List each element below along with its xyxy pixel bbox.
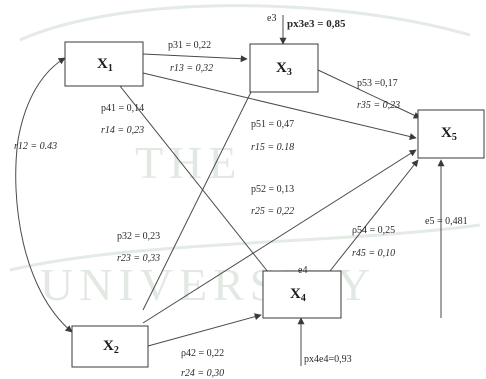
node-x4-label: X [290,286,301,302]
node-x1: X1 [64,41,144,87]
node-x3-subscript: 3 [287,67,292,78]
node-x2-label: X [103,338,114,354]
label-r45: r45 = 0,10 [352,248,395,259]
svg-text:X3: X3 [276,60,292,78]
node-x5: X5 [417,109,485,159]
node-x3-box [249,43,319,93]
label-r15: r15 = 0.18 [251,142,294,153]
node-x1-box [64,41,144,87]
path-x1-x3 [142,53,248,63]
label-p41: p41 = 0,14 [101,103,144,114]
path-x2-x3 [142,81,257,311]
label-p53: p53 =0,17 [357,78,398,89]
label-p51: p51 = 0,47 [251,119,294,130]
node-x2-subscript: 2 [114,345,119,356]
node-x1-label: X [97,56,108,72]
svg-text:X2: X2 [103,338,119,356]
label-e3: e3 [267,13,276,24]
label-e4: e4 [298,265,307,276]
node-x4-subscript: 4 [301,293,306,304]
node-x1-subscript: 1 [108,63,113,74]
label-p52: p52 = 0,13 [251,184,294,195]
node-x3: X3 [249,43,319,93]
label-r14: r14 = 0,23 [101,125,144,136]
label-r25: r25 = 0,22 [251,206,294,217]
paths [15,15,445,366]
watermark-line1: THE [135,137,242,188]
path-x2-x5 [142,149,417,324]
node-x3-label: X [276,60,287,76]
node-x5-box [417,109,485,159]
node-x4: X4 [262,270,342,319]
label-p54: ρ54 = 0,25 [352,225,395,236]
path-x1-x2-correlation [15,57,73,333]
svg-text:X1: X1 [97,56,113,74]
label-e5: e5 = 0,481 [425,216,468,227]
node-x5-label: X [441,125,452,141]
path-x3-x5 [317,69,421,119]
path-x1-x4 [119,85,273,278]
coefficient-labels: p31 = 0,22 r13 = 0,32 e3 px3e3 = 0,85 p5… [14,13,468,379]
path-x2-x4 [147,313,262,347]
label-r23: r23 = 0,33 [117,253,160,264]
label-px3e3: px3e3 = 0,85 [287,18,346,30]
label-p42: ρ42 = 0,22 [181,348,224,359]
label-r24: r24 = 0,30 [181,368,224,379]
node-x4-box [262,270,342,319]
label-r35: r35 = 0,23 [357,100,400,111]
svg-text:X5: X5 [441,125,457,143]
path-x4-x5 [329,159,419,272]
node-x5-subscript: 5 [452,132,457,143]
node-x2: X2 [71,325,149,368]
node-x2-box [71,325,149,368]
label-px4e4: px4e4=0,93 [304,354,352,365]
label-r12: r12 = 0.43 [14,141,57,152]
path-x1-x5 [142,72,417,140]
label-p32: p32 = 0,23 [117,231,160,242]
label-r13: r13 = 0,32 [170,63,213,74]
svg-text:X4: X4 [290,286,306,304]
label-p31: p31 = 0,22 [168,40,211,51]
